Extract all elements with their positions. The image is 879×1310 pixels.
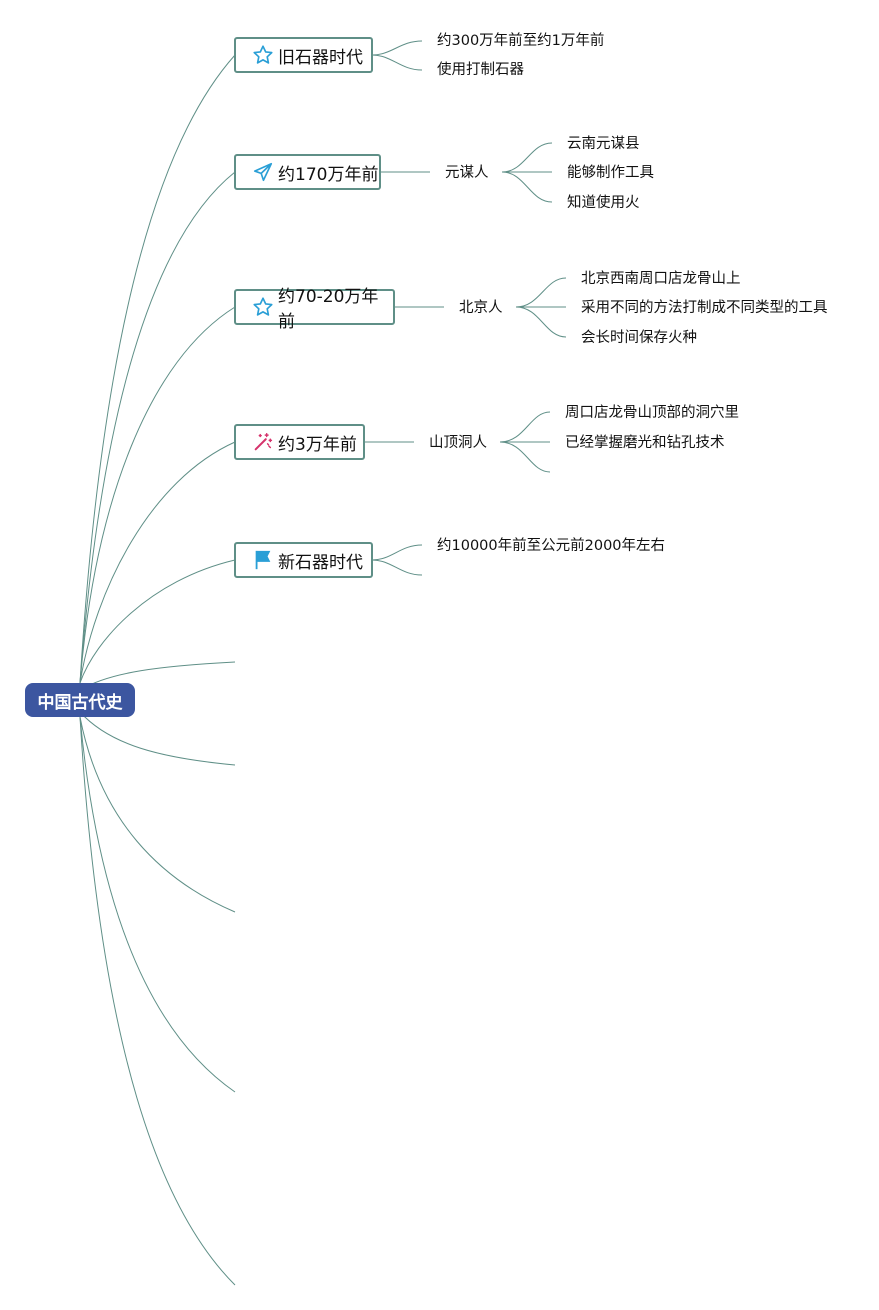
group-label[interactable]: 元谋人 [445, 165, 489, 181]
star-outline-icon [252, 296, 274, 318]
paper-plane-icon [252, 161, 274, 183]
topic-label: 约70-20万年前 [278, 287, 379, 332]
connector-group4-leaf3 [499, 441, 551, 473]
topic-paleolithic[interactable]: 旧石器时代 [234, 37, 373, 73]
leaf-label[interactable]: 云南元谋县 [567, 136, 640, 152]
magic-wand-icon [252, 431, 274, 453]
leaf-label[interactable]: 知道使用火 [567, 195, 640, 211]
leaf-label[interactable]: 约300万年前至约1万年前 [437, 33, 605, 49]
connector-root-topic-5 [79, 559, 236, 684]
leaf-label[interactable]: 会长时间保存火种 [581, 330, 697, 346]
leaf-label[interactable]: 采用不同的方法打制成不同类型的工具 [581, 300, 828, 316]
group-label[interactable]: 山顶洞人 [429, 435, 487, 451]
leaf-label[interactable]: 周口店龙骨山顶部的洞穴里 [565, 405, 739, 421]
connector-topic1-leaf1 [371, 40, 423, 56]
leaf-label[interactable]: 使用打制石器 [437, 62, 524, 78]
connector-root-topic-2 [79, 171, 236, 684]
connector-root-empty-5 [79, 716, 236, 1286]
connector-group4-leaf1 [499, 411, 551, 443]
leaf-label[interactable]: 北京西南周口店龙骨山上 [581, 271, 741, 287]
topic-30k[interactable]: 约3万年前 [234, 424, 365, 460]
topic-label: 约3万年前 [278, 434, 357, 455]
connector-group3-leaf1 [515, 277, 567, 308]
connector-topic5-leaf1 [371, 544, 423, 561]
leaf-label[interactable]: 能够制作工具 [567, 165, 654, 181]
topic-label: 约170万年前 [278, 164, 379, 185]
connector-group2-leaf3 [501, 171, 553, 203]
topic-700k-200k[interactable]: 约70-20万年前 [234, 287, 395, 332]
connector-group3-leaf3 [515, 306, 567, 338]
topic-1-7-million[interactable]: 约170万年前 [234, 154, 381, 190]
topic-label: 新石器时代 [278, 552, 363, 573]
connector-root-topic-4 [79, 441, 236, 684]
connector-root-empty-2 [79, 711, 236, 766]
connector-root-empty-3 [79, 716, 236, 913]
connector-group2-leaf1 [501, 142, 553, 173]
flag-icon [252, 549, 274, 571]
root-topic-label: 中国古代史 [37, 692, 123, 713]
connector-root-empty-4 [79, 716, 236, 1093]
connector-root-topic-1 [79, 54, 236, 684]
topic-label: 旧石器时代 [278, 47, 363, 68]
root-topic[interactable]: 中国古代史 [25, 683, 135, 717]
connector-topic1-leaf2 [371, 54, 423, 71]
leaf-label[interactable]: 约10000年前至公元前2000年左右 [437, 538, 666, 554]
connector-topic5-leaf2 [371, 559, 423, 576]
connector-root-topic-3 [79, 306, 236, 684]
star-outline-icon [252, 44, 274, 66]
topic-neolithic[interactable]: 新石器时代 [234, 542, 373, 578]
group-label[interactable]: 北京人 [459, 300, 503, 316]
leaf-label[interactable]: 已经掌握磨光和钻孔技术 [565, 435, 725, 451]
